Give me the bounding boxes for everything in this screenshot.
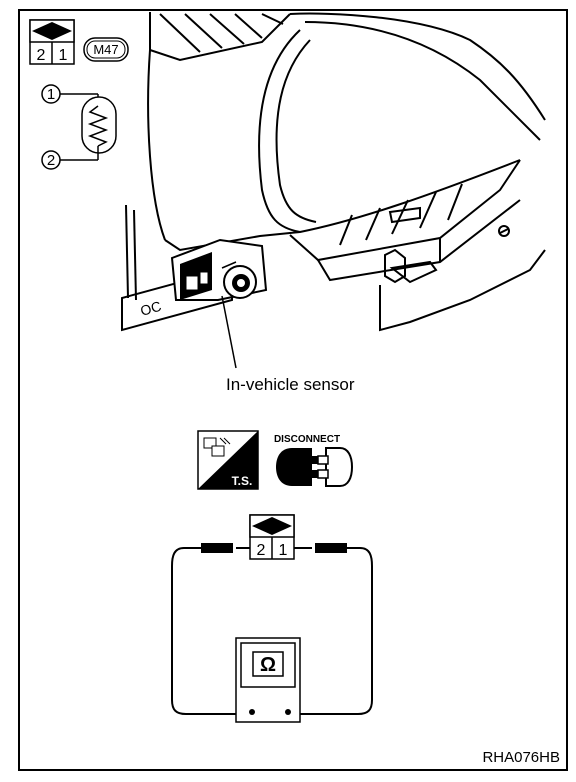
meter-display [252,651,284,677]
right-probe-tip [315,543,347,553]
meter-terminal-right [285,709,291,715]
thermistor-body [81,96,117,154]
ts-label: T.S. [232,474,253,488]
thermistor-symbol: 1 2 [41,84,117,170]
probe-connector-box: 2 1 [249,514,295,560]
connector-number: M47 [93,42,118,57]
connector-pin-1: 1 [59,47,68,64]
probe-pin-2: 2 [257,542,266,559]
terminal-1-label: 1 [47,86,55,103]
ohmmeter: Ω [235,637,301,723]
in-vehicle-sensor-label: In-vehicle sensor [226,375,355,394]
left-probe-tip [201,543,233,553]
callout-leader [221,295,237,369]
connector-pin-2: 2 [37,47,46,64]
ohm-symbol: Ω [260,654,276,676]
figure-id: RHA076HB [482,749,560,766]
meter-terminal-left [249,709,255,715]
connector-id-box: 2 1 [29,19,75,65]
disconnect-label: DISCONNECT [274,434,340,445]
probe-pin-1: 1 [279,542,288,559]
page-border [18,9,568,771]
disconnect-icon: DISCONNECT [274,434,354,487]
ts-tool-icon: T.S. [197,430,259,490]
in-vehicle-sensor-illustration [170,238,268,301]
connector-number-badge: M47 [83,37,129,62]
trim-marking: OC [138,298,163,319]
terminal-2-label: 2 [47,152,55,169]
harness-connector-icon [32,22,72,40]
test-leads [171,543,373,715]
harness-connector-icon [252,517,292,535]
resistor-zigzag-icon [87,105,109,147]
dashboard-illustration [121,12,546,332]
